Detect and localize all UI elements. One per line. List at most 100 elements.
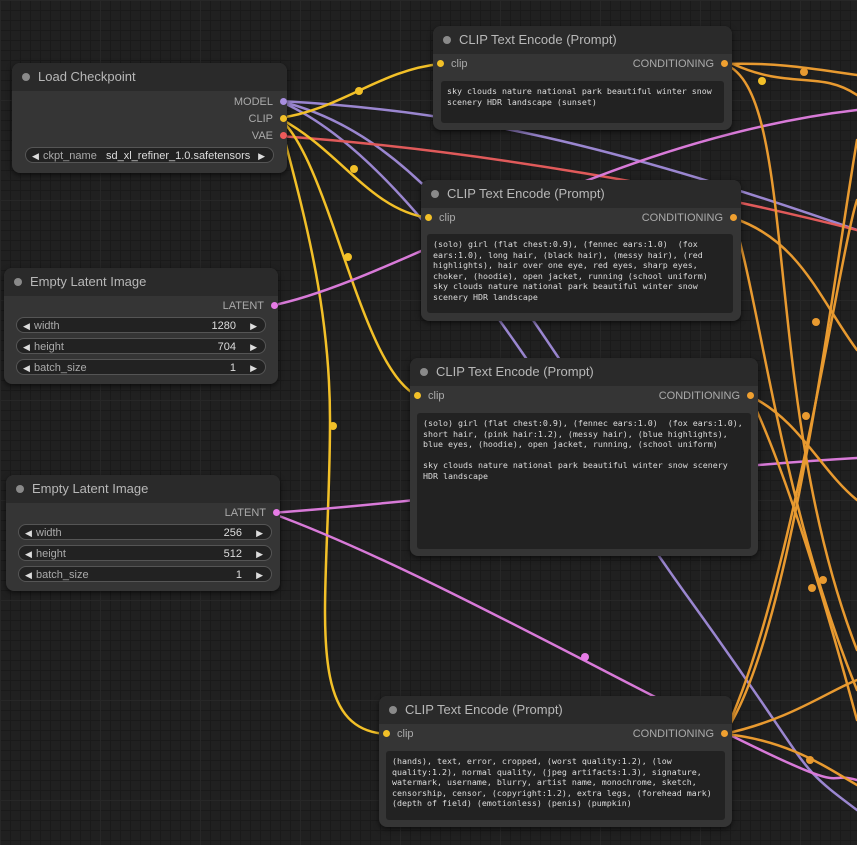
input-clip[interactable]: clip — [383, 727, 414, 741]
link-midpoint — [350, 165, 358, 173]
clip-text-encode-node[interactable]: CLIP Text Encode (Prompt) clip CONDITION… — [379, 696, 732, 827]
widget-label: width — [34, 320, 60, 332]
conditioning-port-icon[interactable] — [747, 392, 754, 399]
node-title-bar[interactable]: Empty Latent Image — [6, 475, 280, 503]
output-clip[interactable]: CLIP — [249, 112, 287, 126]
output-model[interactable]: MODEL — [234, 95, 287, 109]
output-conditioning-label: CONDITIONING — [632, 728, 714, 740]
input-clip[interactable]: clip — [425, 211, 456, 225]
node-title-bar[interactable]: CLIP Text Encode (Prompt) — [379, 696, 732, 724]
conditioning-link — [731, 216, 857, 352]
clip-link — [277, 116, 420, 398]
vae-port-icon[interactable] — [280, 132, 287, 139]
widget-label: height — [36, 548, 66, 560]
output-conditioning-label: CONDITIONING — [658, 390, 740, 402]
arrow-left-icon[interactable]: ◀ — [25, 528, 32, 538]
output-conditioning-label: CONDITIONING — [632, 58, 714, 70]
conditioning-link — [731, 62, 857, 97]
collapse-dot-icon[interactable] — [443, 36, 451, 44]
arrow-right-icon[interactable]: ▶ — [256, 570, 263, 580]
link-midpoint — [355, 87, 363, 95]
clip-text-encode-node[interactable]: CLIP Text Encode (Prompt) clip CONDITION… — [410, 358, 758, 556]
arrow-left-icon[interactable]: ◀ — [25, 549, 32, 559]
height-widget[interactable]: ◀ height 704 ▶ — [16, 338, 266, 354]
ckpt-name-combo[interactable]: ◀ ckpt_name sd_xl_refiner_1.0.safetensor… — [25, 147, 274, 163]
output-conditioning[interactable]: CONDITIONING — [633, 727, 728, 741]
input-clip[interactable]: clip — [414, 389, 445, 403]
arrow-left-icon[interactable]: ◀ — [23, 363, 30, 373]
output-latent-label: LATENT — [222, 300, 264, 312]
prompt-textarea[interactable]: sky clouds nature national park beautifu… — [441, 81, 724, 123]
clip-port-icon[interactable] — [425, 214, 432, 221]
arrow-right-icon[interactable]: ▶ — [258, 151, 265, 161]
output-latent-label: LATENT — [224, 507, 266, 519]
latent-port-icon[interactable] — [271, 302, 278, 309]
arrow-left-icon[interactable]: ◀ — [25, 570, 32, 580]
arrow-right-icon[interactable]: ▶ — [250, 321, 257, 331]
conditioning-port-icon[interactable] — [730, 214, 737, 221]
node-title-bar[interactable]: CLIP Text Encode (Prompt) — [433, 26, 732, 54]
prompt-textarea[interactable]: (hands), text, error, cropped, (worst qu… — [386, 751, 725, 820]
collapse-dot-icon[interactable] — [22, 73, 30, 81]
input-clip[interactable]: clip — [437, 57, 468, 71]
output-latent[interactable]: LATENT — [223, 299, 278, 313]
conditioning-link — [722, 678, 857, 736]
prompt-textarea[interactable]: (solo) girl (flat chest:0.9), (fennec ea… — [417, 413, 751, 549]
output-conditioning[interactable]: CONDITIONING — [659, 389, 754, 403]
node-title: CLIP Text Encode (Prompt) — [459, 32, 617, 47]
conditioning-link — [722, 732, 857, 787]
output-conditioning[interactable]: CONDITIONING — [633, 57, 728, 71]
arrow-right-icon[interactable]: ▶ — [250, 342, 257, 352]
node-title: Empty Latent Image — [30, 274, 147, 289]
width-widget[interactable]: ◀ width 1280 ▶ — [16, 317, 266, 333]
arrow-right-icon[interactable]: ▶ — [250, 363, 257, 373]
clip-text-encode-node[interactable]: CLIP Text Encode (Prompt) clip CONDITION… — [421, 180, 741, 321]
arrow-right-icon[interactable]: ▶ — [256, 528, 263, 538]
widget-value: 1280 — [211, 320, 236, 332]
load-checkpoint-node[interactable]: Load Checkpoint MODEL CLIP VAE ◀ ckpt_na… — [12, 63, 287, 173]
batch-size-widget[interactable]: ◀ batch_size 1 ▶ — [18, 566, 272, 582]
widget-value: 1 — [229, 362, 236, 374]
clip-port-icon[interactable] — [280, 115, 287, 122]
model-port-icon[interactable] — [280, 98, 287, 105]
arrow-left-icon[interactable]: ◀ — [23, 321, 30, 331]
prompt-textarea[interactable]: (solo) girl (flat chest:0.9), (fennec ea… — [427, 234, 733, 313]
node-title-bar[interactable]: CLIP Text Encode (Prompt) — [410, 358, 758, 386]
height-widget[interactable]: ◀ height 512 ▶ — [18, 545, 272, 561]
output-vae-label: VAE — [251, 130, 273, 142]
collapse-dot-icon[interactable] — [16, 485, 24, 493]
clip-text-encode-node[interactable]: CLIP Text Encode (Prompt) clip CONDITION… — [433, 26, 732, 130]
output-conditioning[interactable]: CONDITIONING — [642, 211, 737, 225]
collapse-dot-icon[interactable] — [420, 368, 428, 376]
width-widget[interactable]: ◀ width 256 ▶ — [18, 524, 272, 540]
conditioning-port-icon[interactable] — [721, 730, 728, 737]
arrow-right-icon[interactable]: ▶ — [256, 549, 263, 559]
node-title-bar[interactable]: CLIP Text Encode (Prompt) — [421, 180, 741, 208]
node-title: CLIP Text Encode (Prompt) — [436, 364, 594, 379]
conditioning-link — [722, 138, 857, 736]
arrow-left-icon[interactable]: ◀ — [32, 151, 39, 161]
output-latent[interactable]: LATENT — [225, 506, 280, 520]
arrow-left-icon[interactable]: ◀ — [23, 342, 30, 352]
clip-port-icon[interactable] — [437, 60, 444, 67]
output-vae[interactable]: VAE — [252, 129, 287, 143]
collapse-dot-icon[interactable] — [389, 706, 397, 714]
node-title-bar[interactable]: Load Checkpoint — [12, 63, 287, 91]
link-midpoint — [812, 318, 820, 326]
empty-latent-image-node[interactable]: Empty Latent Image LATENT ◀ width 1280 ▶… — [4, 268, 278, 384]
clip-port-icon[interactable] — [414, 392, 421, 399]
conditioning-port-icon[interactable] — [721, 60, 728, 67]
link-midpoint — [819, 576, 827, 584]
collapse-dot-icon[interactable] — [14, 278, 22, 286]
link-midpoint — [802, 412, 810, 420]
widget-value: sd_xl_refiner_1.0.safetensors — [106, 150, 251, 162]
widget-value: 704 — [217, 341, 236, 353]
collapse-dot-icon[interactable] — [431, 190, 439, 198]
latent-port-icon[interactable] — [273, 509, 280, 516]
link-midpoint — [808, 584, 816, 592]
node-title-bar[interactable]: Empty Latent Image — [4, 268, 278, 296]
clip-port-icon[interactable] — [383, 730, 390, 737]
batch-size-widget[interactable]: ◀ batch_size 1 ▶ — [16, 359, 266, 375]
empty-latent-image-node[interactable]: Empty Latent Image LATENT ◀ width 256 ▶ … — [6, 475, 280, 591]
